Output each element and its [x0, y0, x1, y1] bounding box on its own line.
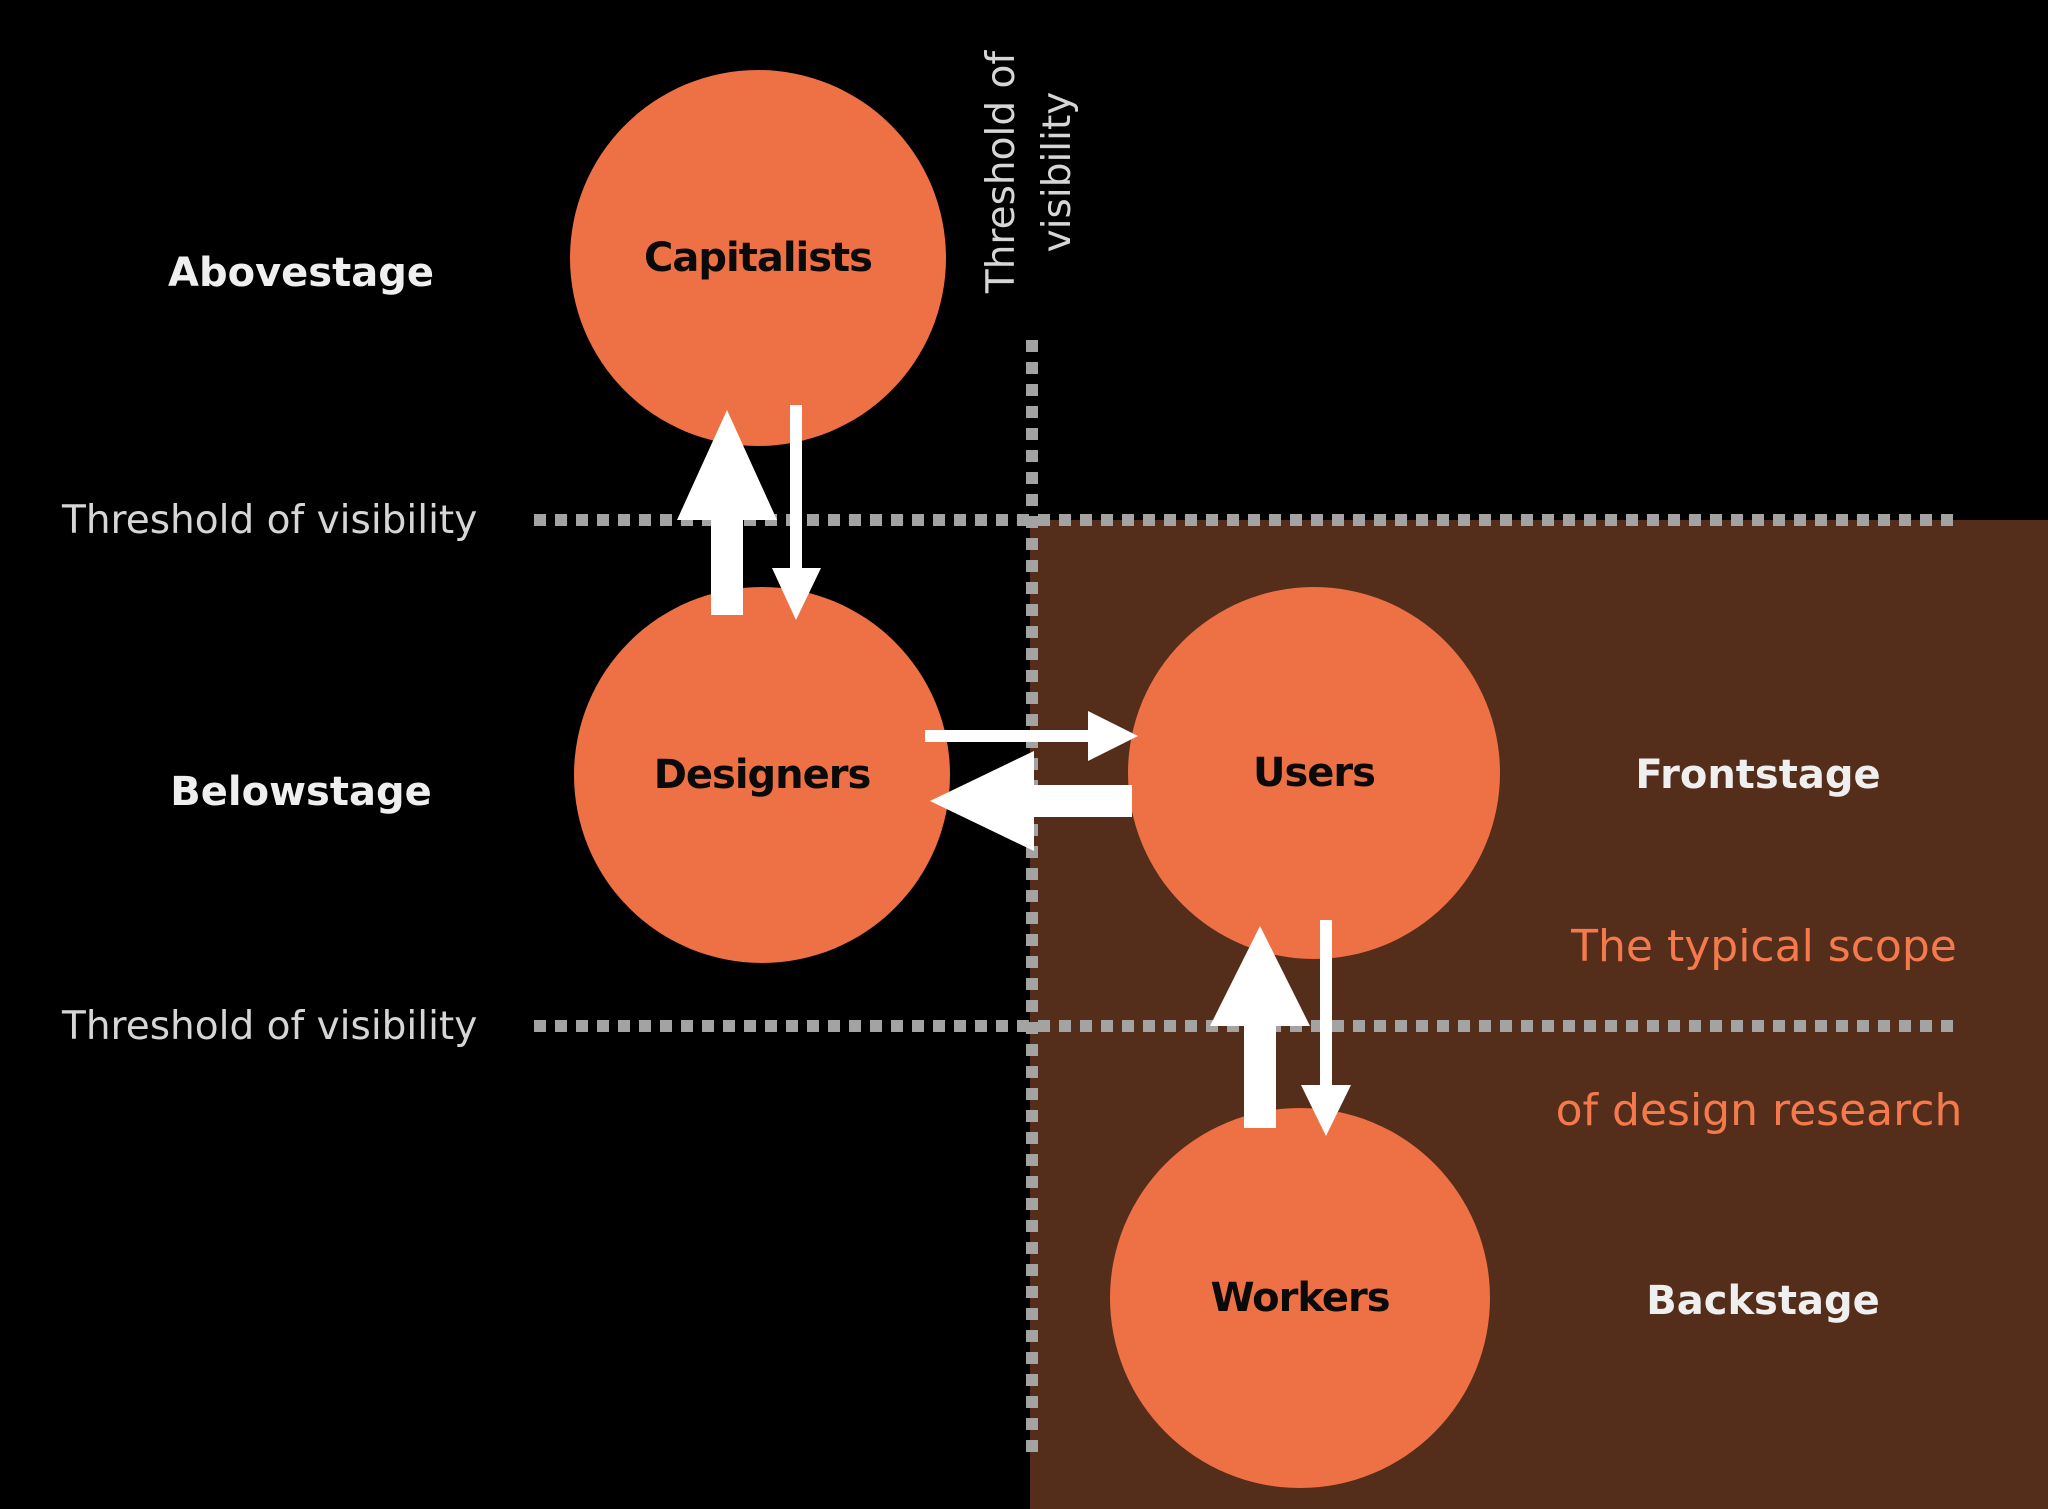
threshold-label-lower: Threshold of visibility [62, 1003, 478, 1049]
node-workers-label: Workers [1210, 1275, 1390, 1321]
node-users-label: Users [1253, 750, 1376, 796]
label-abovestage: Abovestage [168, 250, 434, 296]
node-capitalists: Capitalists [570, 70, 946, 446]
arrow-users-to-designers-left [930, 751, 1132, 851]
node-users: Users [1128, 587, 1500, 959]
node-capitalists-label: Capitalists [644, 235, 873, 281]
threshold-label-upper: Threshold of visibility [62, 497, 478, 543]
scope-note-line2: of design research [1555, 1084, 1963, 1136]
arrow-designers-to-users-right [925, 711, 1138, 761]
label-frontstage: Frontstage [1635, 752, 1881, 798]
label-belowstage: Belowstage [170, 769, 432, 815]
node-designers: Designers [574, 587, 950, 963]
scope-note-line1: The typical scope [1571, 920, 1957, 972]
node-workers: Workers [1110, 1108, 1490, 1488]
arrow-users-to-workers-down [1301, 920, 1351, 1136]
arrow-workers-to-users-up [1210, 926, 1310, 1128]
node-designers-label: Designers [653, 752, 872, 798]
label-backstage: Backstage [1646, 1278, 1880, 1324]
arrow-capitalists-to-designers-down [772, 405, 821, 620]
arrow-designers-to-capitalists-up [677, 410, 777, 615]
